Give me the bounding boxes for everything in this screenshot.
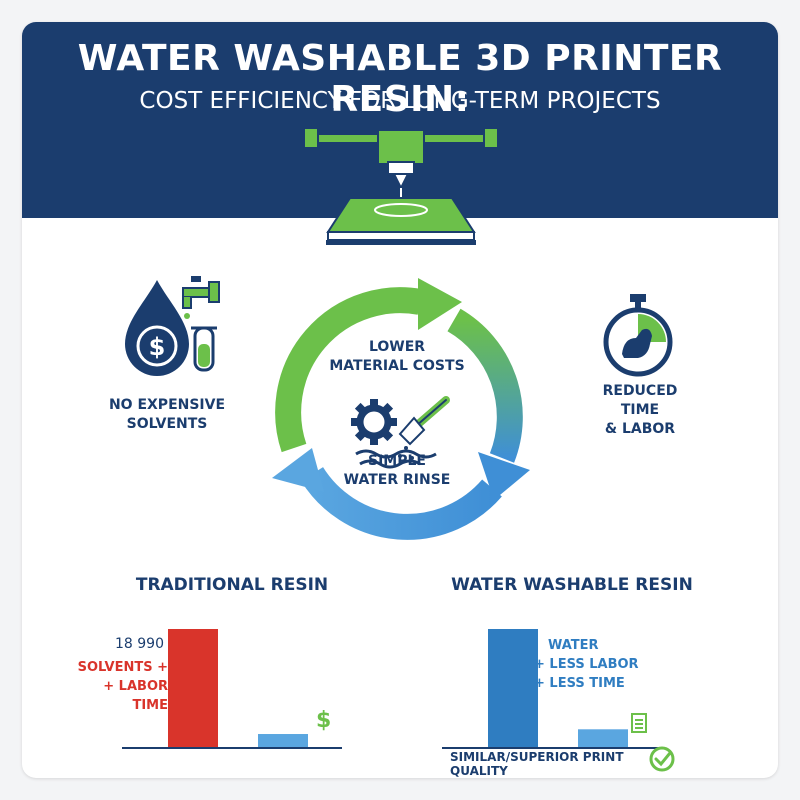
reduced-time-label: REDUCED TIME & LABOR [580, 382, 700, 439]
page-title: WATER WASHABLE 3D PRINTER RESIN: [77, 38, 723, 120]
reduced-time-line-2: TIME [620, 402, 660, 418]
print-quality-footer: SIMILAR/SUPERIOR PRINT QUALITY [450, 750, 624, 778]
lower-costs-line-1: LOWER [368, 339, 426, 355]
washable-bar-chart [442, 629, 662, 749]
traditional-bar-chart [122, 629, 342, 749]
water-rinse-line-1: SIMPLE [368, 453, 426, 469]
traditional-cost-bar [168, 629, 218, 747]
page-subtitle: COST EFFICIENCY FOR LONG-TERM PROJECTS [139, 88, 661, 114]
cycle-arrows-diagram [272, 278, 530, 540]
traditional-value-text: 18 990 [115, 636, 164, 652]
cycle-arrow-green [275, 287, 423, 453]
svg-text:$: $ [149, 333, 166, 361]
stopwatch-arm-icon [603, 294, 673, 377]
no-solvents-label: NO EXPENSIVE SOLVENTS [92, 396, 242, 434]
water-waves-icon [355, 449, 437, 469]
water-rinse-line-2: WATER RINSE [343, 472, 451, 488]
simple-water-rinse-label: SIMPLE WATER RINSE [322, 452, 472, 490]
brush-icon [398, 396, 450, 446]
infographic-card: WATER WASHABLE 3D PRINTER RESIN: COST EF… [22, 22, 778, 778]
check-circle-icon [649, 746, 675, 772]
document-icon [631, 713, 647, 733]
traditional-small-bar [258, 734, 308, 747]
washable-resin-title: WATER WASHABLE RESIN [451, 575, 693, 595]
water-drop-dollar-icon: $ [125, 276, 220, 376]
washable-note-2: + LESS LABOR [534, 657, 639, 672]
no-solvents-line-2: SOLVENTS [126, 416, 208, 432]
traditional-notes: SOLVENTS + + LABOR TIME [68, 658, 168, 715]
washable-cost-bar [488, 629, 538, 747]
cycle-arrow-green-blue [447, 308, 523, 463]
traditional-resin-title: TRADITIONAL RESIN [135, 575, 329, 595]
lower-costs-line-2: MATERIAL COSTS [329, 358, 465, 374]
gear-icon [351, 399, 397, 445]
no-solvents-line-1: NO EXPENSIVE [108, 397, 226, 413]
traditional-note-2: + LABOR [103, 679, 168, 694]
water-drops-icon [398, 446, 414, 460]
cycle-arrow-blue [300, 466, 502, 540]
cycle-arrowhead-blue-left [272, 448, 324, 492]
printer-icon [303, 127, 499, 245]
washable-note-3: + LESS TIME [534, 676, 625, 691]
reduced-time-line-3: & LABOR [604, 421, 676, 437]
reduced-time-line-1: REDUCED [602, 383, 678, 399]
washable-notes: WATER + LESS LABOR + LESS TIME [534, 636, 654, 693]
washable-note-1: WATER [548, 638, 599, 653]
lower-material-costs-label: LOWER MATERIAL COSTS [322, 338, 472, 376]
dollar-icon: $ [316, 708, 332, 733]
washable-small-bar [578, 729, 628, 747]
cycle-arrowhead-green [418, 278, 462, 330]
traditional-note-1: SOLVENTS + [77, 660, 168, 675]
traditional-note-3: TIME [132, 698, 168, 713]
